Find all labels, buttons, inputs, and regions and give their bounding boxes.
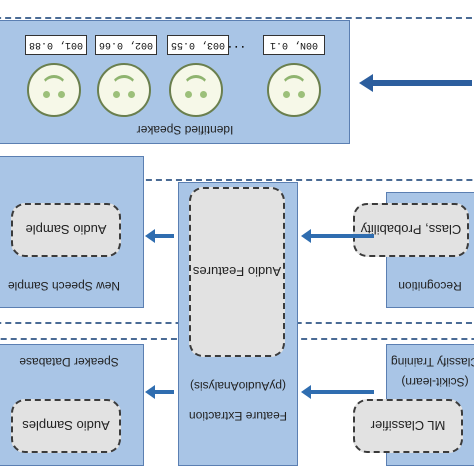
identified-speaker-caption: Identified Speaker: [136, 123, 234, 137]
arrow-recognition-to-speaker: [372, 80, 472, 86]
audio-features-box: Audio Features: [189, 187, 285, 357]
recognition-block: Class, Probability Recognition: [353, 192, 474, 308]
speaker-score-2: 002, 0.66: [95, 35, 157, 55]
eye-icon: [283, 91, 290, 98]
ml-classifier-label: ML Classifier: [370, 418, 446, 434]
feature-caption-line2: Feature Extraction: [188, 409, 288, 423]
arrow-features-to-classifier: [310, 390, 374, 394]
eye-icon: [200, 91, 207, 98]
classify-caption-line1: (Scikit-learn): [401, 375, 469, 389]
recognition-caption: Recognition: [398, 279, 462, 293]
eye-icon: [298, 91, 305, 98]
speaker-score-1: 001, 0.88: [25, 35, 87, 55]
feature-extraction-block: Audio Features (pyAudioAnalysis) Feature…: [178, 182, 298, 466]
classify-training-block: ML Classifier (Scikit-learn) Classify Tr…: [353, 344, 474, 466]
arrow-sample-to-features: [154, 234, 174, 238]
speaker-face-icon-n: [267, 63, 321, 117]
audio-sample-box: Audio Sample: [11, 203, 121, 257]
eye-icon: [113, 91, 120, 98]
smile-icon: [281, 75, 307, 89]
classify-caption-line2: Classify Training: [390, 355, 474, 369]
arrow-features-to-recognition: [310, 234, 374, 238]
speaker-face-icon-1: [27, 63, 81, 117]
arrow-database-to-features: [154, 390, 174, 394]
eye-icon: [185, 91, 192, 98]
ml-classifier-box: ML Classifier: [353, 399, 463, 453]
class-probability-box: Class, Probability: [353, 203, 469, 257]
class-probability-label: Class, Probability: [360, 222, 462, 238]
feature-caption-line1: (pyAudioAnalysis): [189, 379, 287, 393]
eye-icon: [128, 91, 135, 98]
smile-icon: [111, 75, 137, 89]
smile-icon: [183, 75, 209, 89]
new-sample-caption: New Speech Sample: [7, 279, 121, 293]
audio-sample-label: Audio Sample: [25, 222, 107, 238]
speaker-face-icon-3: [169, 63, 223, 117]
identified-speaker-block: Identified Speaker ...: [0, 20, 350, 144]
speaker-score-n: 00N, 0.1: [263, 35, 325, 55]
eye-icon: [43, 91, 50, 98]
database-caption: Speaker Database: [19, 355, 119, 369]
speaker-database-block: Audio Samples Speaker Database: [0, 344, 144, 466]
bottom-group-frame: [0, 0, 474, 19]
audio-samples-box: Audio Samples: [11, 399, 121, 453]
audio-samples-label: Audio Samples: [22, 418, 110, 434]
eye-icon: [58, 91, 65, 98]
audio-features-label: Audio Features: [192, 264, 282, 280]
smile-icon: [41, 75, 67, 89]
speaker-face-icon-2: [97, 63, 151, 117]
speaker-score-3: 003, 0.55: [167, 35, 229, 55]
new-speech-sample-block: Audio Sample New Speech Sample: [0, 156, 144, 308]
